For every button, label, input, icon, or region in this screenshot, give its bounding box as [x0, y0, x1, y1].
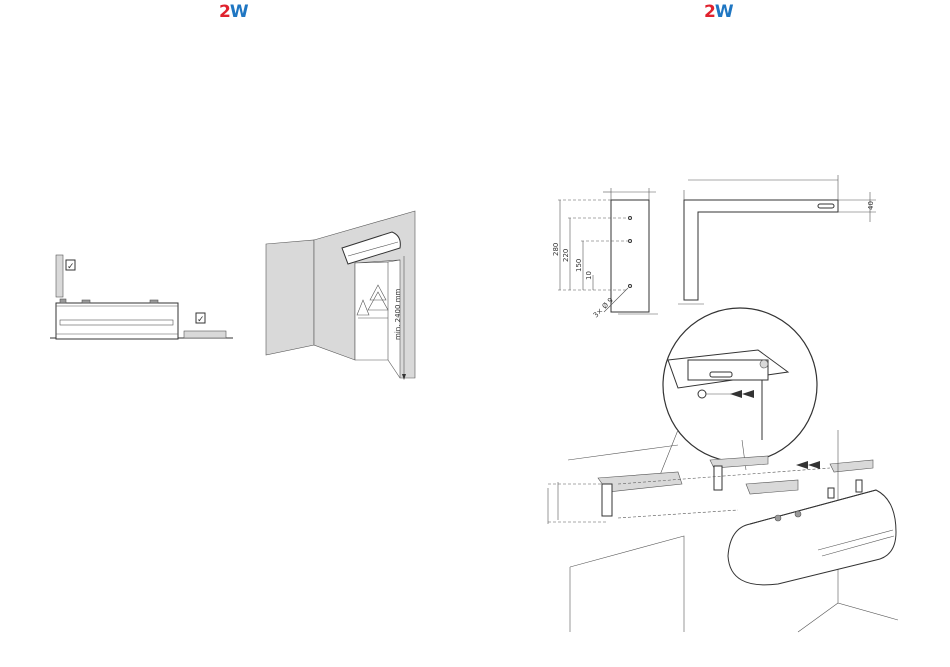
left-page: 2W ✓ ✓: [0, 0, 470, 667]
door-leaf: [266, 240, 314, 355]
air-curtain-unit: [728, 490, 896, 585]
room-wall-outline: [570, 536, 684, 632]
bracket-installed-3: [746, 480, 798, 494]
cable-gland: [775, 515, 781, 521]
bracket-installed-4: [830, 460, 873, 472]
arrow-icon: [796, 461, 808, 469]
doorway-height-diagram: min. 2400 mm: [0, 0, 470, 667]
cable-gland: [795, 511, 801, 517]
right-page: 2W 280 220 150 10 3× Ø 9: [478, 0, 950, 667]
installation-scene: [478, 0, 950, 667]
min-height-label: min. 2400 mm: [394, 288, 402, 340]
arrow-icon: [808, 461, 820, 469]
